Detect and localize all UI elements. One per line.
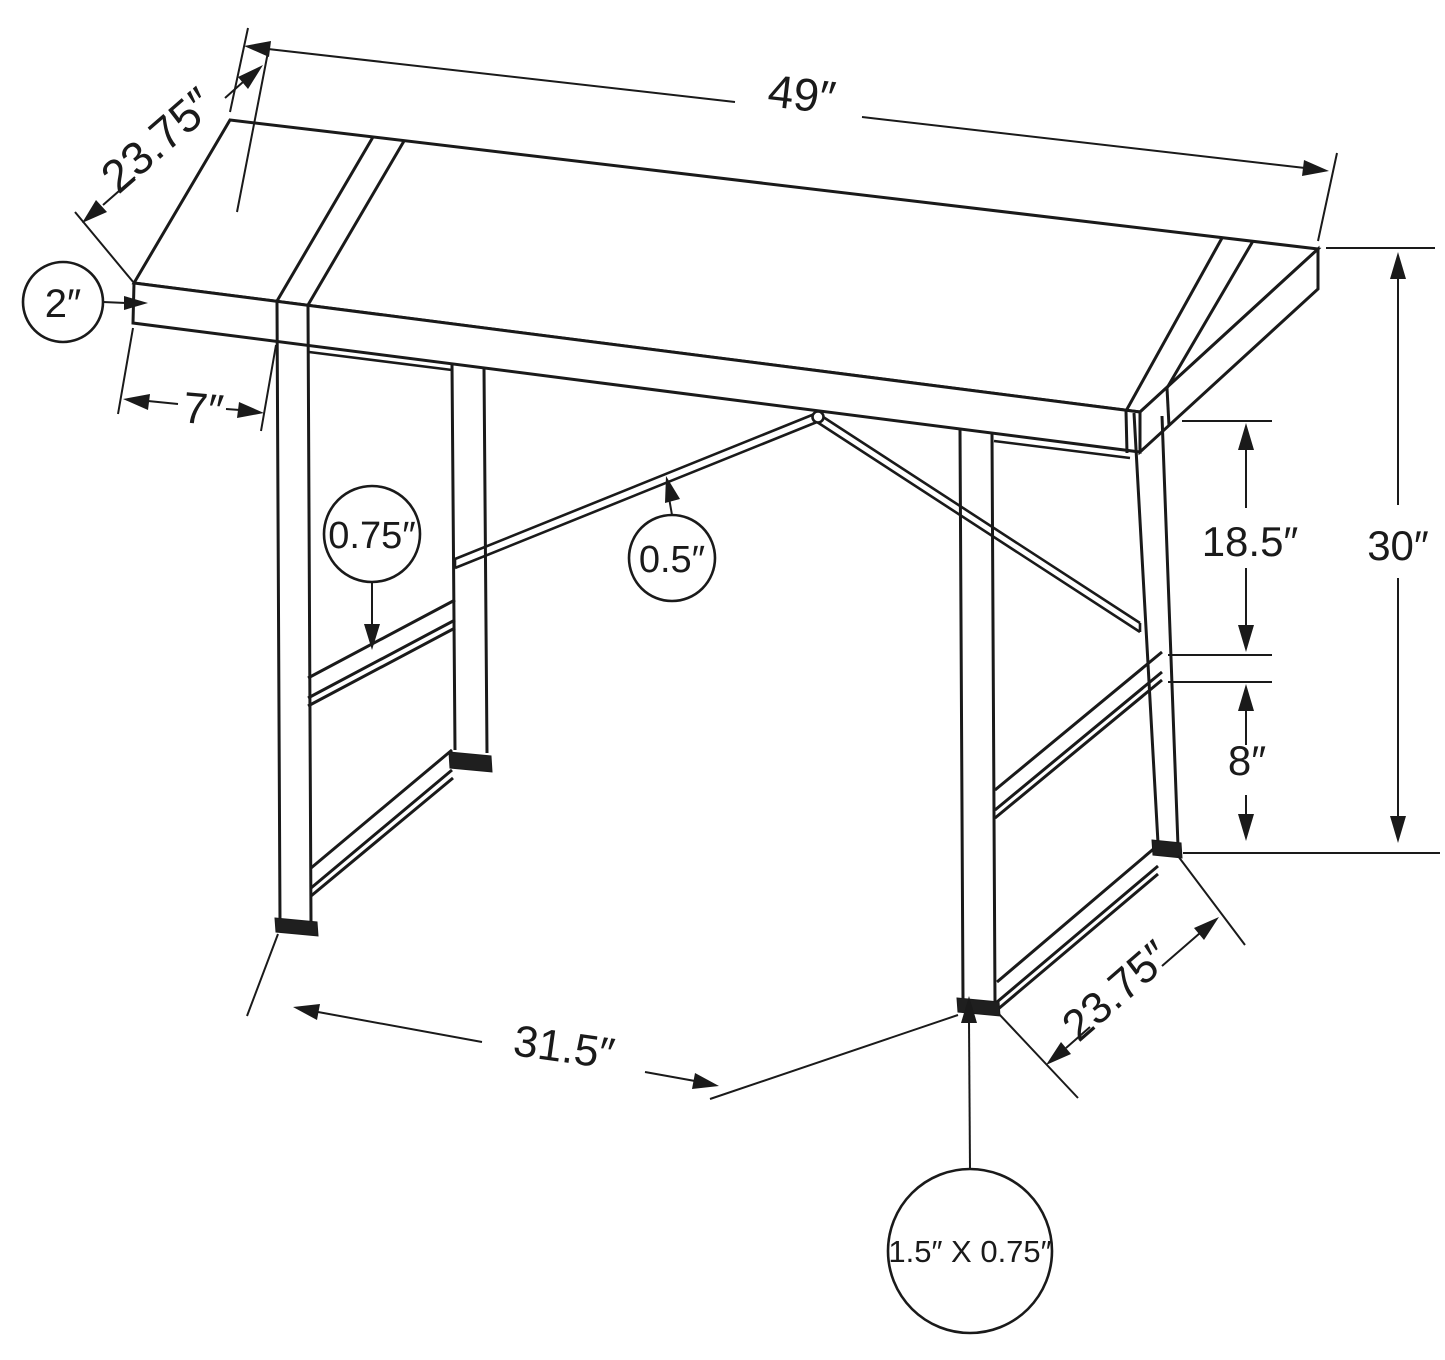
right-leg-top-tube: [993, 439, 1131, 460]
dim-shelf-to-floor-8: 8″: [1168, 681, 1440, 854]
right-brace-tube: [816, 411, 1142, 634]
dim-label-18-5: 18.5″: [1202, 518, 1299, 565]
tabletop-end-face: [1138, 245, 1320, 456]
left-leg-bottom-bar: [310, 748, 454, 898]
right-leg-rear-tube: [1132, 412, 1180, 847]
dim-label-0-75: 0.75″: [328, 515, 415, 557]
right-leg-shelf-bar: [994, 650, 1163, 820]
apex-bolt-icon: [811, 410, 825, 424]
callout-tube-0-75: 0.75″: [322, 484, 422, 650]
right-leg-bottom-bar: [996, 844, 1159, 1012]
dim-label-7: 7″: [181, 383, 225, 435]
callout-brace-0-5: 0.5″: [627, 476, 717, 603]
dim-label-8: 8″: [1228, 737, 1266, 784]
left-leg-shelf-bar: [307, 598, 456, 708]
callout-top-thickness-2: 2″: [21, 260, 148, 344]
dim-label-leg-depth: 23.75″: [1053, 931, 1180, 1050]
left-leg-frame: [274, 301, 493, 937]
dim-label-30: 30″: [1367, 522, 1429, 569]
right-leg-front-tube: [958, 429, 997, 1004]
left-leg-rear-tube: [450, 363, 489, 754]
dim-leg-span-31-5: 31.5″: [246, 933, 959, 1100]
left-leg-top-tube: [308, 350, 453, 372]
dim-overhang-7: 7″: [117, 327, 277, 436]
left-brace-tube: [453, 411, 818, 570]
right-leg-frame: [956, 412, 1183, 1017]
callout-leg-cross-section: 1.5″ X 0.75″: [886, 996, 1054, 1335]
dim-label-31-5: 31.5″: [510, 1016, 617, 1079]
dim-top-to-shelf-18-5: 18.5″: [1168, 420, 1299, 656]
left-rear-foot: [448, 751, 493, 773]
tabletop-stripes: [275, 136, 1255, 454]
dim-label-49: 49″: [765, 64, 838, 123]
left-leg-front-tube: [275, 301, 313, 925]
dim-label-2: 2″: [45, 282, 81, 326]
dim-overall-height-30: 30″: [1326, 247, 1435, 843]
left-front-foot: [274, 917, 319, 937]
right-rear-foot: [1151, 839, 1183, 859]
dim-top-length-49: 49″: [229, 27, 1338, 242]
dim-label-0-5: 0.5″: [639, 539, 705, 581]
v-braces: [453, 410, 1142, 634]
dim-label-cross-section: 1.5″ X 0.75″: [888, 1234, 1051, 1269]
tabletop: [131, 118, 1322, 456]
